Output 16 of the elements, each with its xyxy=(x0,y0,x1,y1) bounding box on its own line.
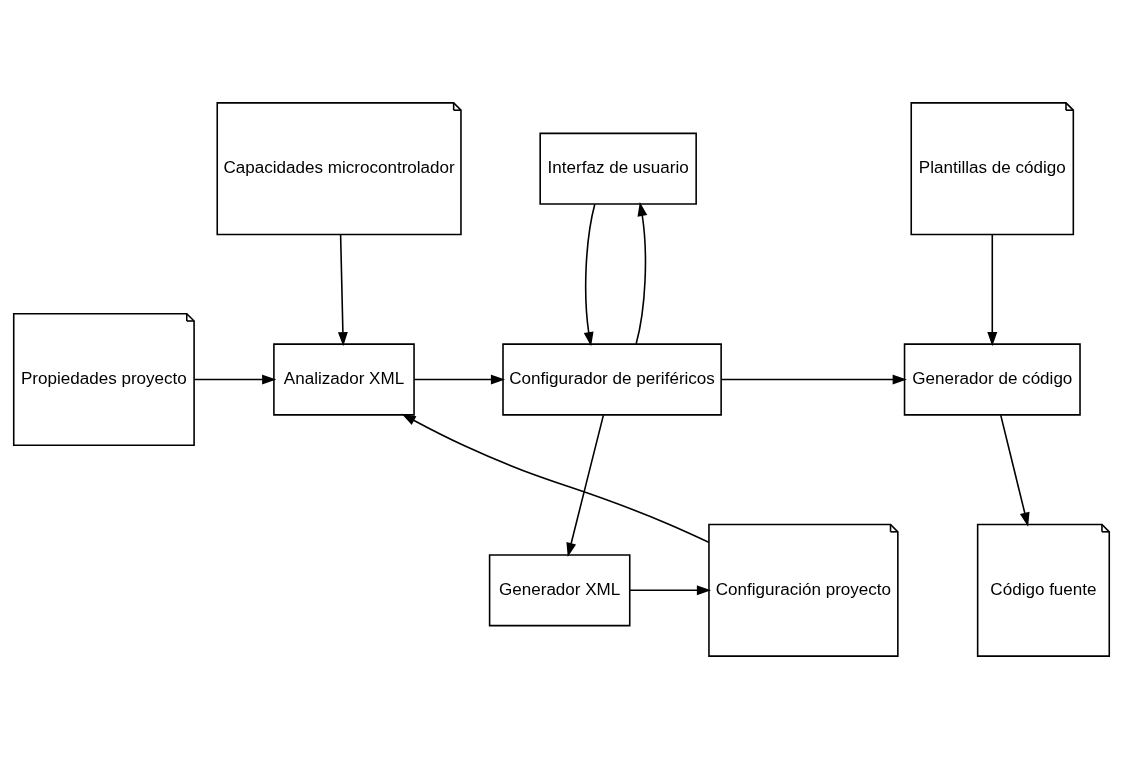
arrow xyxy=(401,413,710,544)
arrow xyxy=(987,233,998,347)
node-box: Configurador de periféricos xyxy=(502,343,722,416)
node-box: Generador XML xyxy=(488,554,631,627)
arrow xyxy=(999,414,1030,527)
node-box: Interfaz de usuario xyxy=(539,132,697,205)
arrow xyxy=(635,201,648,345)
arrow xyxy=(629,585,712,596)
arrow xyxy=(720,374,907,385)
arrow xyxy=(413,374,506,385)
node-box: Analizador XML xyxy=(273,343,415,416)
arrow xyxy=(337,233,348,347)
arrow xyxy=(193,374,277,385)
node-box: Generador de código xyxy=(903,343,1081,416)
arrow xyxy=(583,203,596,347)
arrow xyxy=(566,414,605,557)
